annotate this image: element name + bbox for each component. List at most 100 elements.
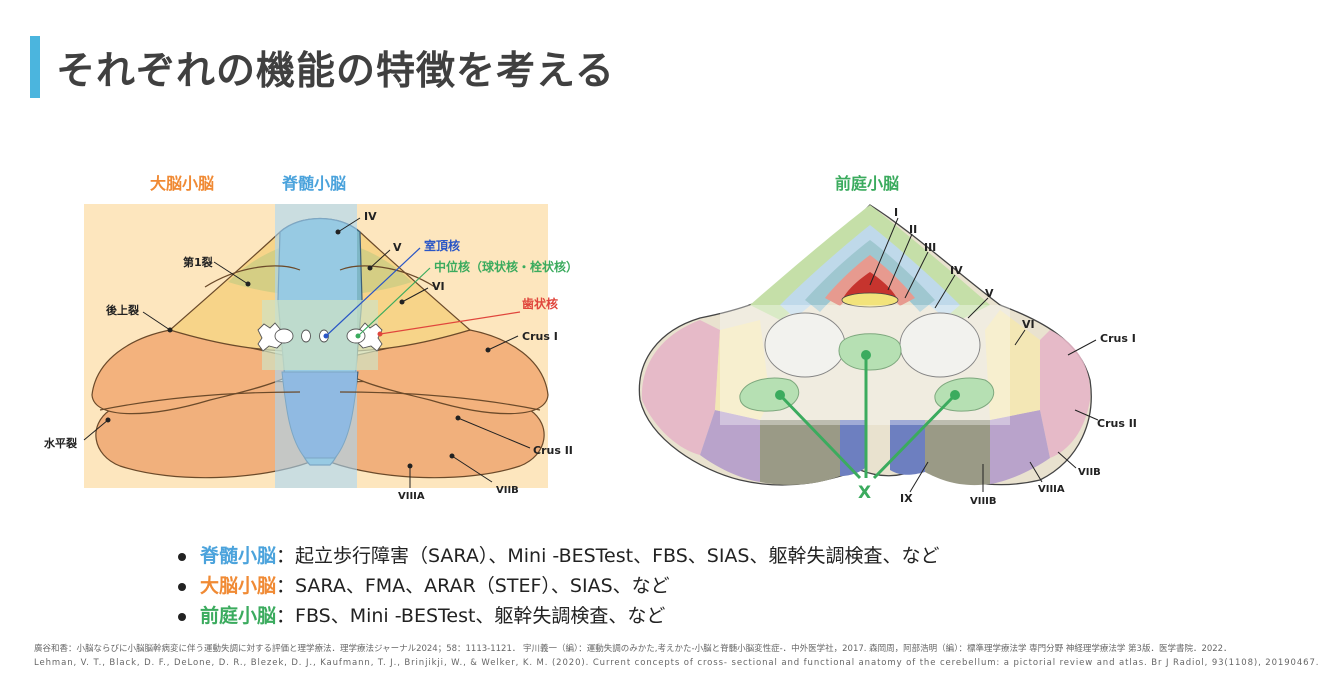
leader-crus1 bbox=[487, 335, 519, 351]
leader-r-ii bbox=[887, 233, 913, 291]
leader-r-iii bbox=[904, 251, 929, 299]
bullet-dot bbox=[178, 552, 186, 561]
leader-horizontal-dot bbox=[105, 417, 111, 423]
lobule-i bbox=[842, 272, 898, 300]
leader-viiia-dot bbox=[407, 463, 413, 469]
leader-r-iv bbox=[934, 274, 956, 309]
flocculus-left bbox=[739, 377, 800, 412]
label-r-v: V bbox=[985, 287, 994, 300]
fissure-horizontal bbox=[99, 391, 301, 411]
leader-interposed-dot bbox=[355, 333, 361, 339]
leader-v-dot bbox=[367, 265, 373, 271]
bullet-key: 脊髄小脳 bbox=[200, 545, 277, 567]
label-fissure1: 第1裂 bbox=[183, 255, 213, 269]
label-horizontal: 水平裂 bbox=[44, 436, 77, 450]
label-r-ix: IX bbox=[900, 492, 913, 505]
label-viib: VIIB bbox=[496, 485, 519, 496]
leader-r-i bbox=[869, 217, 899, 286]
leader-iv-dot bbox=[335, 229, 341, 235]
bullet-key: 前庭小脳 bbox=[200, 605, 277, 627]
leader-postsup-dot bbox=[167, 327, 173, 333]
x-dot-right bbox=[950, 390, 960, 400]
band-right-yellow bbox=[985, 310, 1040, 420]
label-iv: IV bbox=[364, 210, 377, 223]
page-title: それぞれの機能の特徴を考える bbox=[56, 49, 615, 94]
label-r-iv: IV bbox=[950, 264, 963, 277]
band-left-pink bbox=[641, 320, 720, 455]
leader-r-crus2 bbox=[1074, 409, 1099, 421]
cerebellum-posterior-diagram: IV V VI 第1裂 後上裂 水平裂 Crus I Crus II VIIIA… bbox=[44, 204, 578, 502]
label-r-vi: VI bbox=[1022, 318, 1035, 331]
label-r-crus2: Crus II bbox=[1097, 417, 1137, 430]
x-pointer-left bbox=[778, 393, 862, 480]
leader-fastigial bbox=[325, 247, 421, 337]
leader-fastigial-dot bbox=[323, 333, 329, 339]
deep-nuclei bbox=[257, 322, 383, 352]
bullet-dot bbox=[178, 582, 186, 591]
leader-crus2 bbox=[457, 417, 531, 449]
leader-r-v bbox=[967, 297, 989, 319]
label-crus1: Crus I bbox=[522, 330, 558, 343]
list-item-vestib: 前庭小脳：FBS、Mini -BESTest、躯幹失調検査、など bbox=[178, 601, 940, 631]
band-right-pink bbox=[1040, 330, 1091, 458]
leader-vi bbox=[401, 287, 429, 303]
label-r-i: I bbox=[894, 206, 898, 219]
band-left-blue bbox=[840, 420, 865, 476]
x-dot-center bbox=[861, 350, 871, 360]
references: 廣谷和香：小脳ならびに小脳脳幹病変に伴う運動失調に対する評価と理学療法．理学療法… bbox=[34, 642, 1319, 670]
label-interposed: 中位核（球状核・栓状核） bbox=[434, 259, 578, 274]
fissure-primary bbox=[204, 265, 301, 288]
label-r-viiia: VIIIA bbox=[1038, 484, 1065, 495]
label-cerebrocerebellum: 大脳小脳 bbox=[150, 174, 215, 193]
leader-dentate bbox=[379, 311, 521, 335]
lingula-yellow bbox=[841, 292, 899, 308]
band-right-purple bbox=[990, 410, 1050, 484]
label-vi: VI bbox=[432, 280, 445, 293]
leader-crus1-dot bbox=[485, 347, 491, 353]
leader-r-viiia bbox=[1029, 461, 1043, 483]
leader-crus2-dot bbox=[455, 415, 461, 421]
leader-postsup bbox=[142, 311, 171, 331]
label-r-crus1: Crus I bbox=[1100, 332, 1136, 345]
leader-fissure1-dot bbox=[245, 281, 251, 287]
leader-v bbox=[369, 249, 391, 269]
fissure-primary-r bbox=[339, 265, 436, 288]
label-r-iii: III bbox=[924, 241, 936, 254]
label-dentate: 歯状核 bbox=[522, 296, 558, 311]
reference-jp: 廣谷和香：小脳ならびに小脳脳幹病変に伴う運動失調に対する評価と理学療法．理学療法… bbox=[34, 644, 1232, 654]
leader-viib-dot bbox=[449, 453, 455, 459]
bullet-text: ：SARA、FMA、ARAR（STEF）、SIAS、など bbox=[276, 575, 670, 597]
label-r-ii: II bbox=[909, 223, 917, 236]
label-fastigial: 室頂核 bbox=[424, 238, 460, 253]
interposed-nucleus-left bbox=[274, 328, 294, 344]
flocculus-right bbox=[934, 377, 995, 412]
label-r-viib: VIIB bbox=[1078, 467, 1101, 478]
x-dot-left bbox=[775, 390, 785, 400]
label-spinocerebellum: 脊髄小脳 bbox=[282, 174, 347, 193]
bullet-dot bbox=[178, 612, 186, 621]
label-r-x: X bbox=[858, 483, 871, 503]
leader-viib bbox=[451, 455, 493, 483]
leader-interposed bbox=[357, 267, 431, 337]
list-item-spino: 脊髄小脳：起立歩行障害（SARA）、Mini -BESTest、FBS、SIAS… bbox=[178, 541, 940, 571]
assessment-list: 脊髄小脳：起立歩行障害（SARA）、Mini -BESTest、FBS、SIAS… bbox=[178, 541, 940, 631]
fastigial-nucleus-left bbox=[301, 329, 311, 343]
leader-dentate-dot bbox=[377, 331, 383, 337]
band-right-blue bbox=[890, 420, 925, 475]
label-vestibulocerebellum: 前庭小脳 bbox=[835, 174, 900, 193]
label-post-sup: 後上裂 bbox=[106, 303, 139, 317]
x-pointer-right bbox=[872, 393, 957, 480]
list-item-cerebro: 大脳小脳：SARA、FMA、ARAR（STEF）、SIAS、など bbox=[178, 571, 940, 601]
reference-en: Lehman, V. T., Black, D. F., DeLone, D. … bbox=[34, 658, 1319, 668]
leader-r-ix bbox=[909, 461, 929, 493]
title-accent-bar bbox=[30, 36, 40, 98]
leader-iv bbox=[337, 217, 361, 233]
label-crus2: Crus II bbox=[533, 444, 573, 457]
bullet-key: 大脳小脳 bbox=[200, 575, 277, 597]
leader-vi-dot bbox=[399, 299, 405, 305]
nodulus bbox=[838, 333, 902, 371]
label-viiia: VIIIA bbox=[398, 491, 425, 502]
leader-r-viib bbox=[1057, 451, 1077, 469]
leader-horizontal bbox=[83, 419, 109, 441]
leader-r-crus1 bbox=[1067, 339, 1097, 356]
